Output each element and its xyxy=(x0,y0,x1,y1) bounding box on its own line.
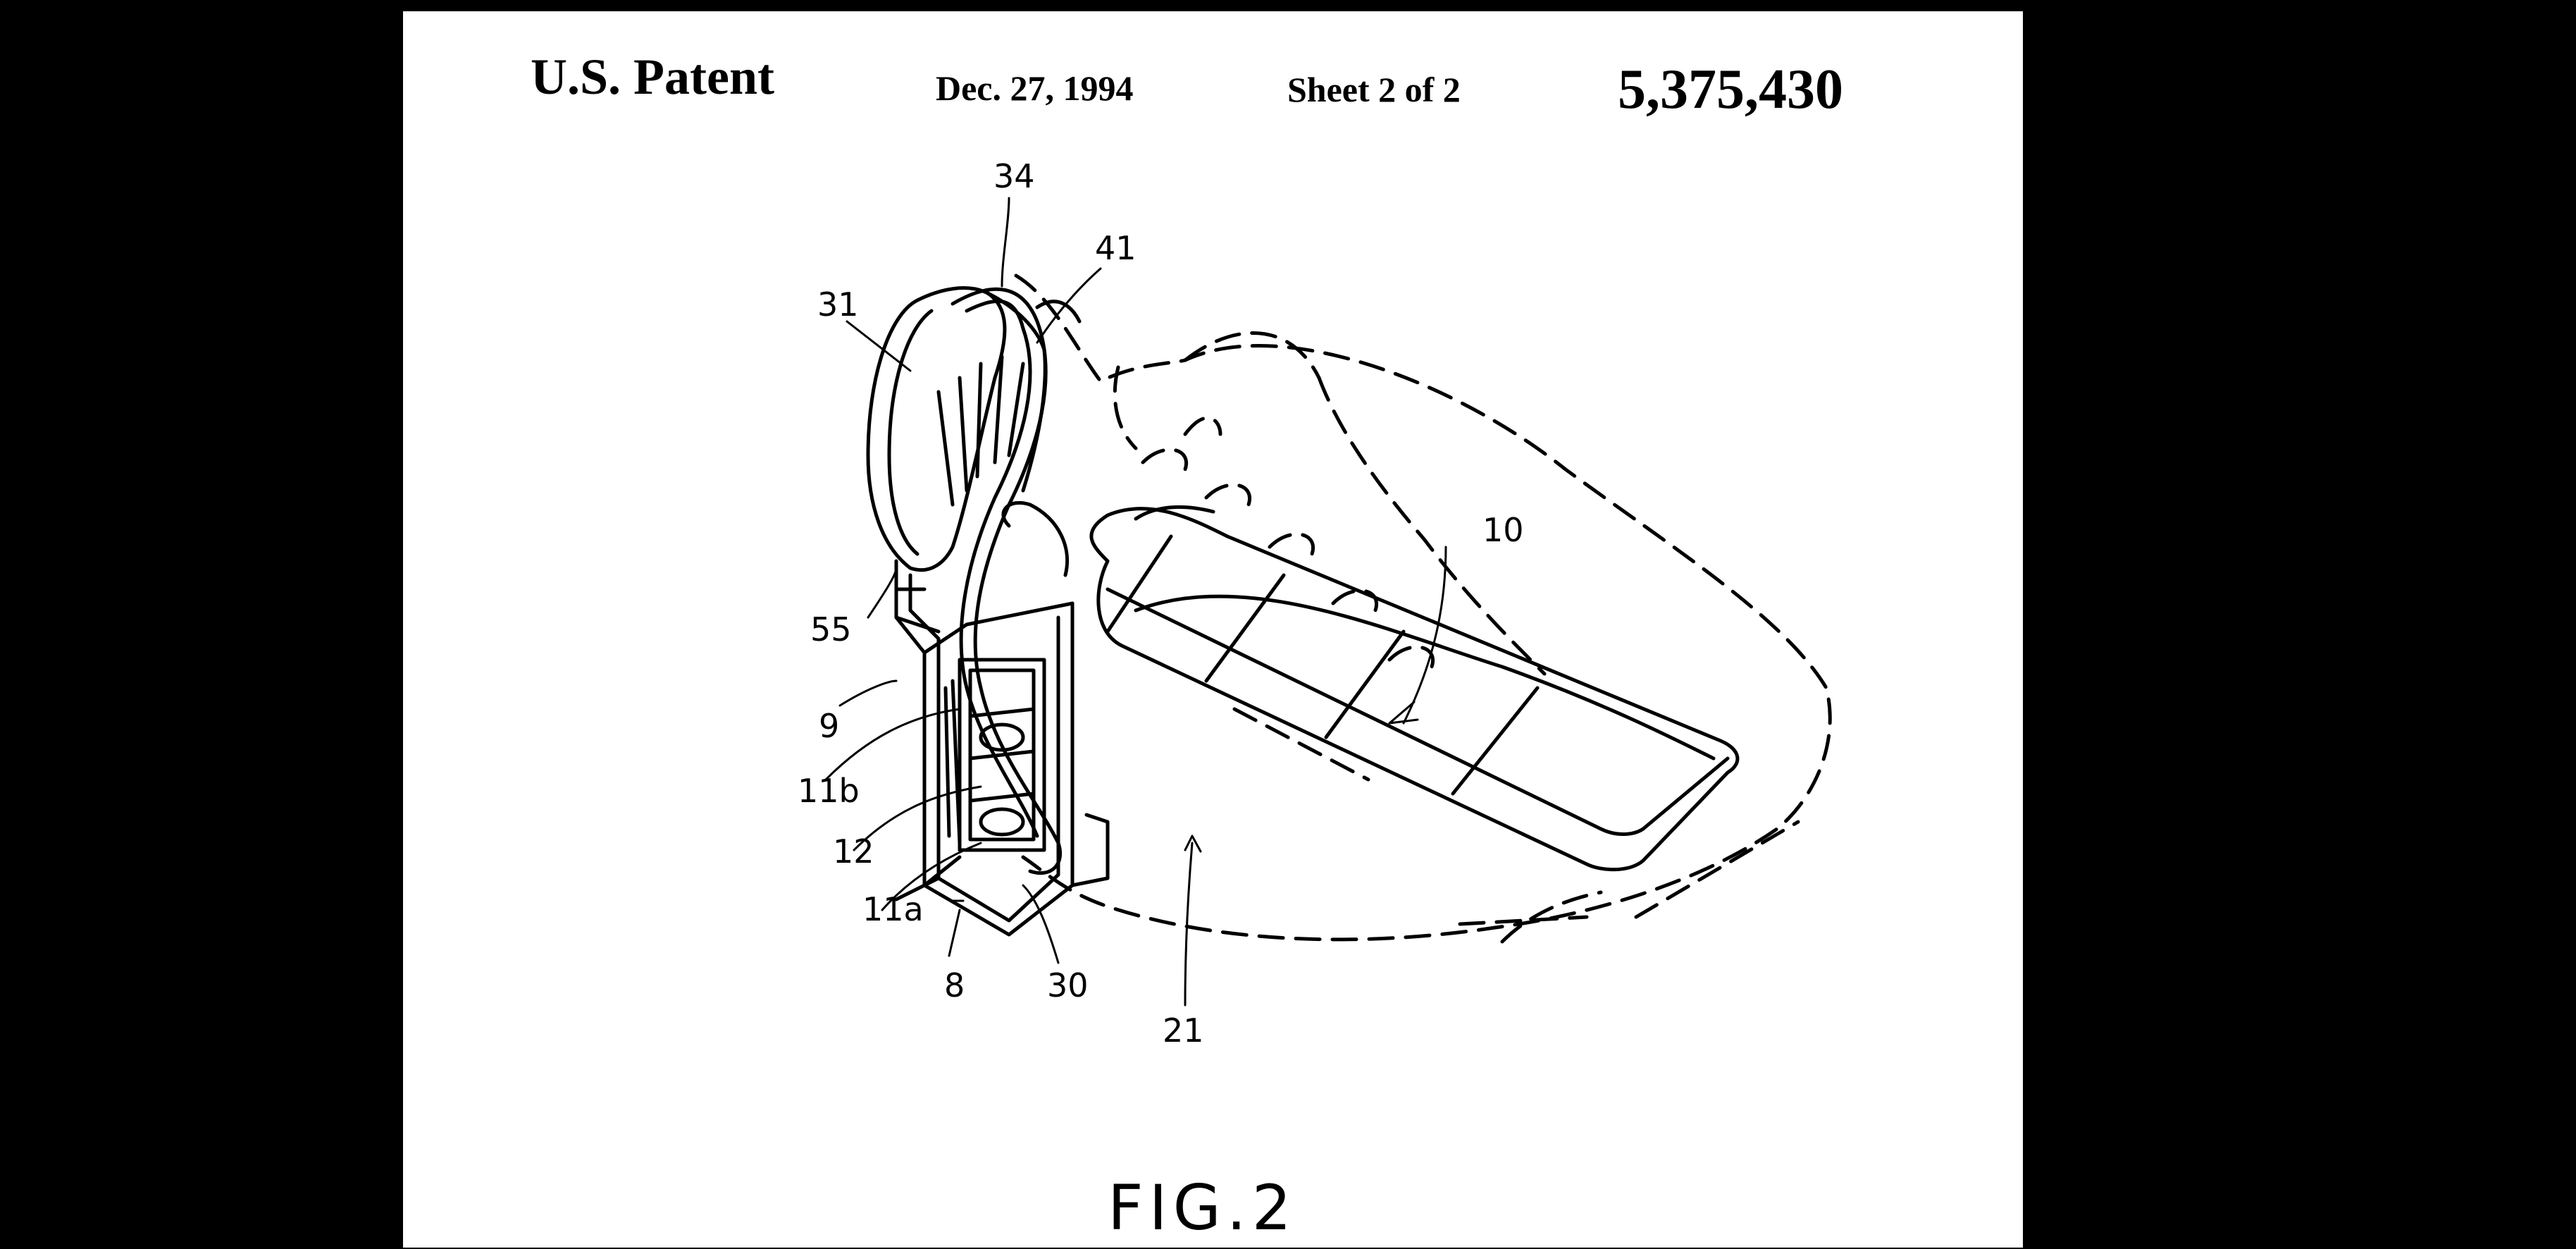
patent-date: Dec. 27, 1994 xyxy=(936,68,1134,108)
label-41: 41 xyxy=(1095,229,1137,267)
patent-sheet: U.S. Patent Dec. 27, 1994 Sheet 2 of 2 5… xyxy=(403,11,2023,1248)
figure-caption: FIG.2 xyxy=(1108,1171,1297,1244)
label-11a: 11a xyxy=(862,890,924,928)
label-21: 21 xyxy=(1163,1011,1204,1050)
label-12: 12 xyxy=(833,832,874,870)
figure-2-drawing: 34 41 31 10 55 9 11b 12 11a 8 30 21 FIG.… xyxy=(798,157,1832,1244)
tongue-piece-31 xyxy=(866,286,1082,572)
shoe-outline xyxy=(1014,273,1832,944)
label-11b: 11b xyxy=(798,772,860,810)
label-34: 34 xyxy=(993,157,1035,195)
label-9: 9 xyxy=(819,707,839,745)
label-55: 55 xyxy=(810,610,852,648)
insole-pad-21 xyxy=(1089,505,1740,872)
patent-title: U.S. Patent xyxy=(531,49,774,105)
leader-lines xyxy=(824,197,1447,1007)
reference-labels: 34 41 31 10 55 9 11b 12 11a 8 30 21 xyxy=(798,157,1524,1050)
sheet-number: Sheet 2 of 2 xyxy=(1287,70,1461,109)
label-10: 10 xyxy=(1482,511,1524,549)
label-8: 8 xyxy=(944,966,965,1004)
patent-number: 5,375,430 xyxy=(1618,59,1843,121)
label-31: 31 xyxy=(817,285,859,324)
housing-8 xyxy=(894,559,1110,937)
strap-34 xyxy=(950,287,1070,875)
label-30: 30 xyxy=(1047,966,1089,1004)
